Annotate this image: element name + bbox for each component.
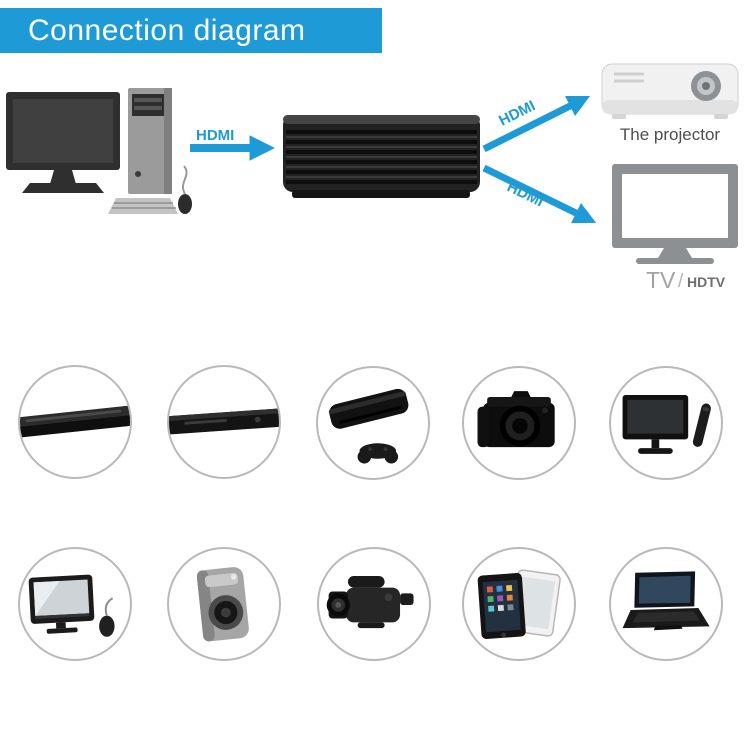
page-title: Connection diagram (28, 13, 306, 47)
projector-icon (601, 63, 739, 119)
laptop-icon (622, 571, 710, 631)
tv-label-separator: / (678, 271, 684, 292)
camcorder-icon (326, 576, 414, 629)
tv-icon (612, 164, 738, 264)
dvd-player-icon (169, 408, 279, 435)
device-circle-dvd-player (167, 365, 281, 479)
device-circle-tablets (462, 547, 576, 661)
blu-ray-player-icon (20, 405, 130, 438)
device-circle-camcorder (317, 547, 431, 661)
game-console-icon (328, 388, 409, 464)
device-circle-dslr-camera (462, 366, 576, 480)
connection-diagram: HDMI HDMI HDMI The projector (6, 63, 739, 293)
device-circle-game-console (316, 366, 430, 480)
hdtv-label: HDTV (687, 274, 726, 290)
device-circle-pc-monitor (609, 366, 723, 480)
tv-label: TV (646, 267, 676, 293)
title-banner: Connection diagram (0, 8, 382, 53)
digital-camera-icon (196, 567, 249, 642)
desktop-computer-icon (6, 88, 192, 214)
arrow-splitter-to-projector (482, 95, 591, 153)
hdmi-label-tv: HDMI (504, 178, 546, 210)
arrow-splitter-to-tv (482, 164, 597, 224)
hdmi-label-input: HDMI (196, 127, 234, 144)
device-circle-laptop (609, 547, 723, 661)
device-circle-blu-ray-player (18, 365, 132, 479)
device-circle-digital-camera (167, 547, 281, 661)
hdmi-splitter-icon (283, 115, 480, 198)
pc-monitor-icon (622, 395, 711, 454)
projector-label: The projector (620, 125, 720, 144)
device-circle-tv-set (18, 547, 132, 661)
tablet-devices-icon (477, 569, 561, 639)
dslr-camera-icon (477, 391, 555, 448)
tv-set-icon (28, 574, 115, 637)
